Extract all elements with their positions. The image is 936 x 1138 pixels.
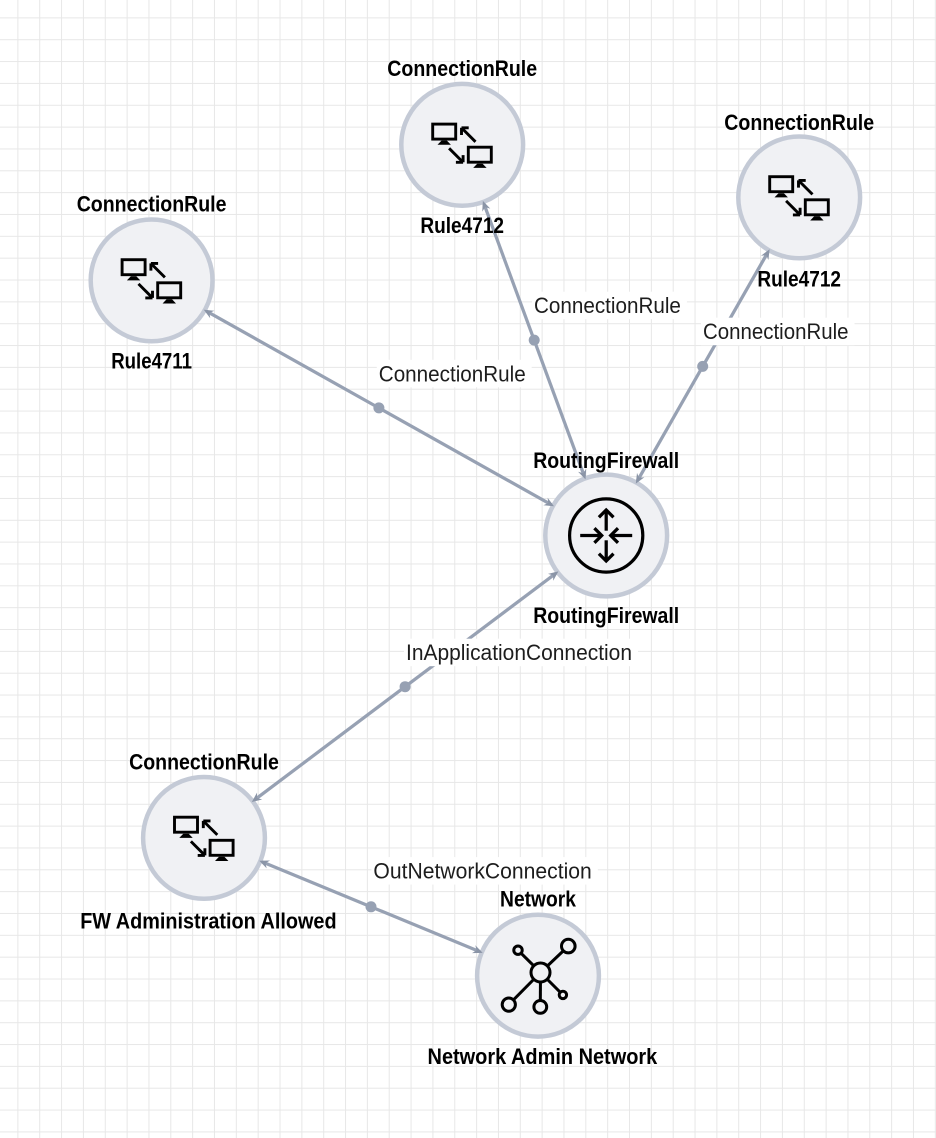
svg-text:Network: Network xyxy=(500,887,577,912)
svg-text:ConnectionRule: ConnectionRule xyxy=(77,192,227,217)
svg-text:ConnectionRule: ConnectionRule xyxy=(379,361,526,386)
svg-text:ConnectionRule: ConnectionRule xyxy=(724,110,874,135)
svg-text:RoutingFirewall: RoutingFirewall xyxy=(533,603,679,628)
svg-text:ConnectionRule: ConnectionRule xyxy=(534,293,681,318)
svg-text:InApplicationConnection: InApplicationConnection xyxy=(406,640,632,665)
svg-text:FW Administration Allowed: FW Administration Allowed xyxy=(80,909,336,934)
svg-text:ConnectionRule: ConnectionRule xyxy=(387,56,537,81)
svg-text:Network Admin Network: Network Admin Network xyxy=(428,1044,658,1069)
svg-text:RoutingFirewall: RoutingFirewall xyxy=(533,448,679,473)
svg-text:Rule4712: Rule4712 xyxy=(757,267,841,292)
svg-text:OutNetworkConnection: OutNetworkConnection xyxy=(373,859,591,884)
svg-text:Rule4711: Rule4711 xyxy=(111,349,192,374)
svg-text:ConnectionRule: ConnectionRule xyxy=(703,319,849,344)
svg-text:Rule4712: Rule4712 xyxy=(420,213,504,238)
svg-text:ConnectionRule: ConnectionRule xyxy=(129,750,279,775)
